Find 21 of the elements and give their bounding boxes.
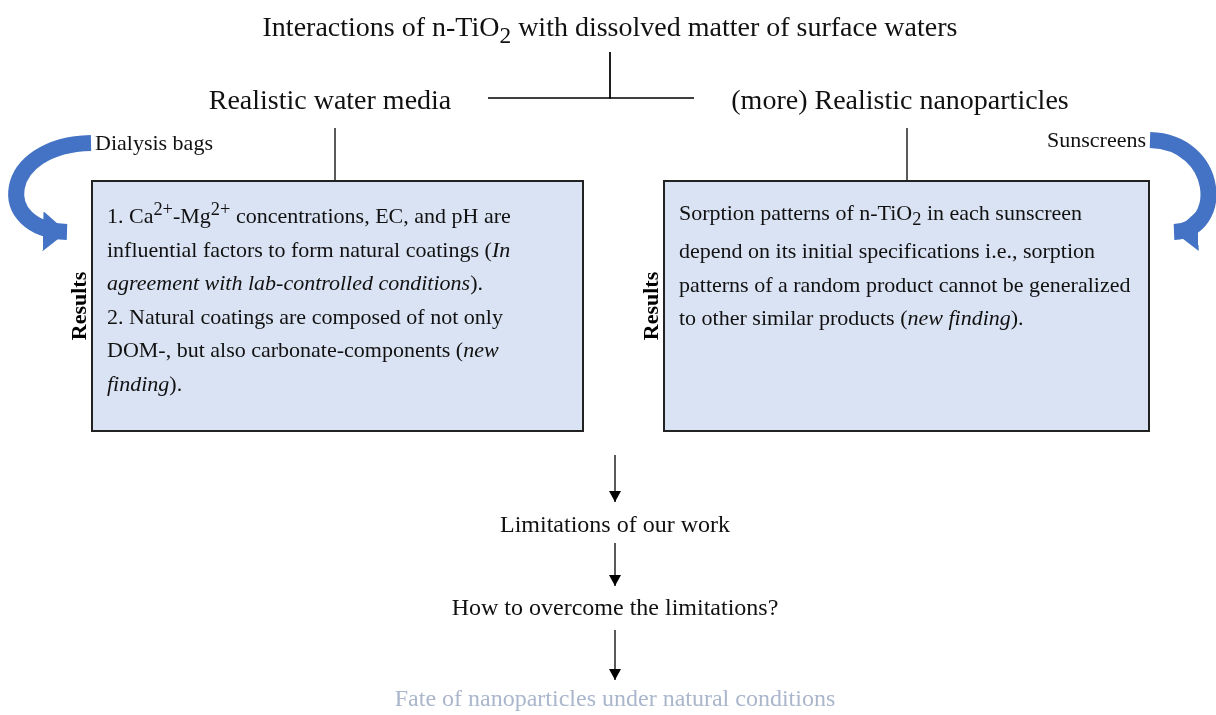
- node-label: Sunscreens: [1047, 126, 1146, 154]
- heading: Interactions of n-TiO$_{2}$ with dissolved matter of surface waters: [262, 10, 958, 50]
- curved-arrow: [1148, 132, 1216, 248]
- connector-line: [906, 127, 908, 181]
- node-label: Realistic water media: [208, 83, 452, 117]
- side-label: Results: [66, 271, 92, 341]
- connector-line: [334, 127, 336, 181]
- result-text: 2. Natural coatings are composed of not only DOM-, but also carbonate-components (new finding).: [107, 302, 504, 398]
- node-label: (more) Realistic nanoparticles: [731, 83, 1069, 117]
- result-text: 1. Ca$^{2+}$-Mg$^{2+}$ concentrations, EC, and pH are influential factors to form natural coatings (In agreement with lab-controlled conditions).: [107, 198, 512, 298]
- node-label: Fate of nanoparticles under natural conditions: [394, 684, 836, 713]
- arrow: [609, 629, 621, 681]
- side-label: Results: [638, 271, 664, 341]
- curved-arrow: [8, 135, 92, 249]
- node-label: Limitations of our work: [500, 509, 730, 539]
- node-label: Dialysis bags: [95, 129, 213, 157]
- result-text: Sorption patterns of n-TiO$_{2}$ in each sunscreen depend on its initial specifications i.e., sorption patterns of a random product cannot be generalized to other similar products (new finding).: [679, 199, 1132, 333]
- arrow: [609, 542, 621, 587]
- arrow: [609, 454, 621, 503]
- connector-line: [609, 51, 695, 99]
- node-label: How to overcome the limitations?: [451, 592, 779, 622]
